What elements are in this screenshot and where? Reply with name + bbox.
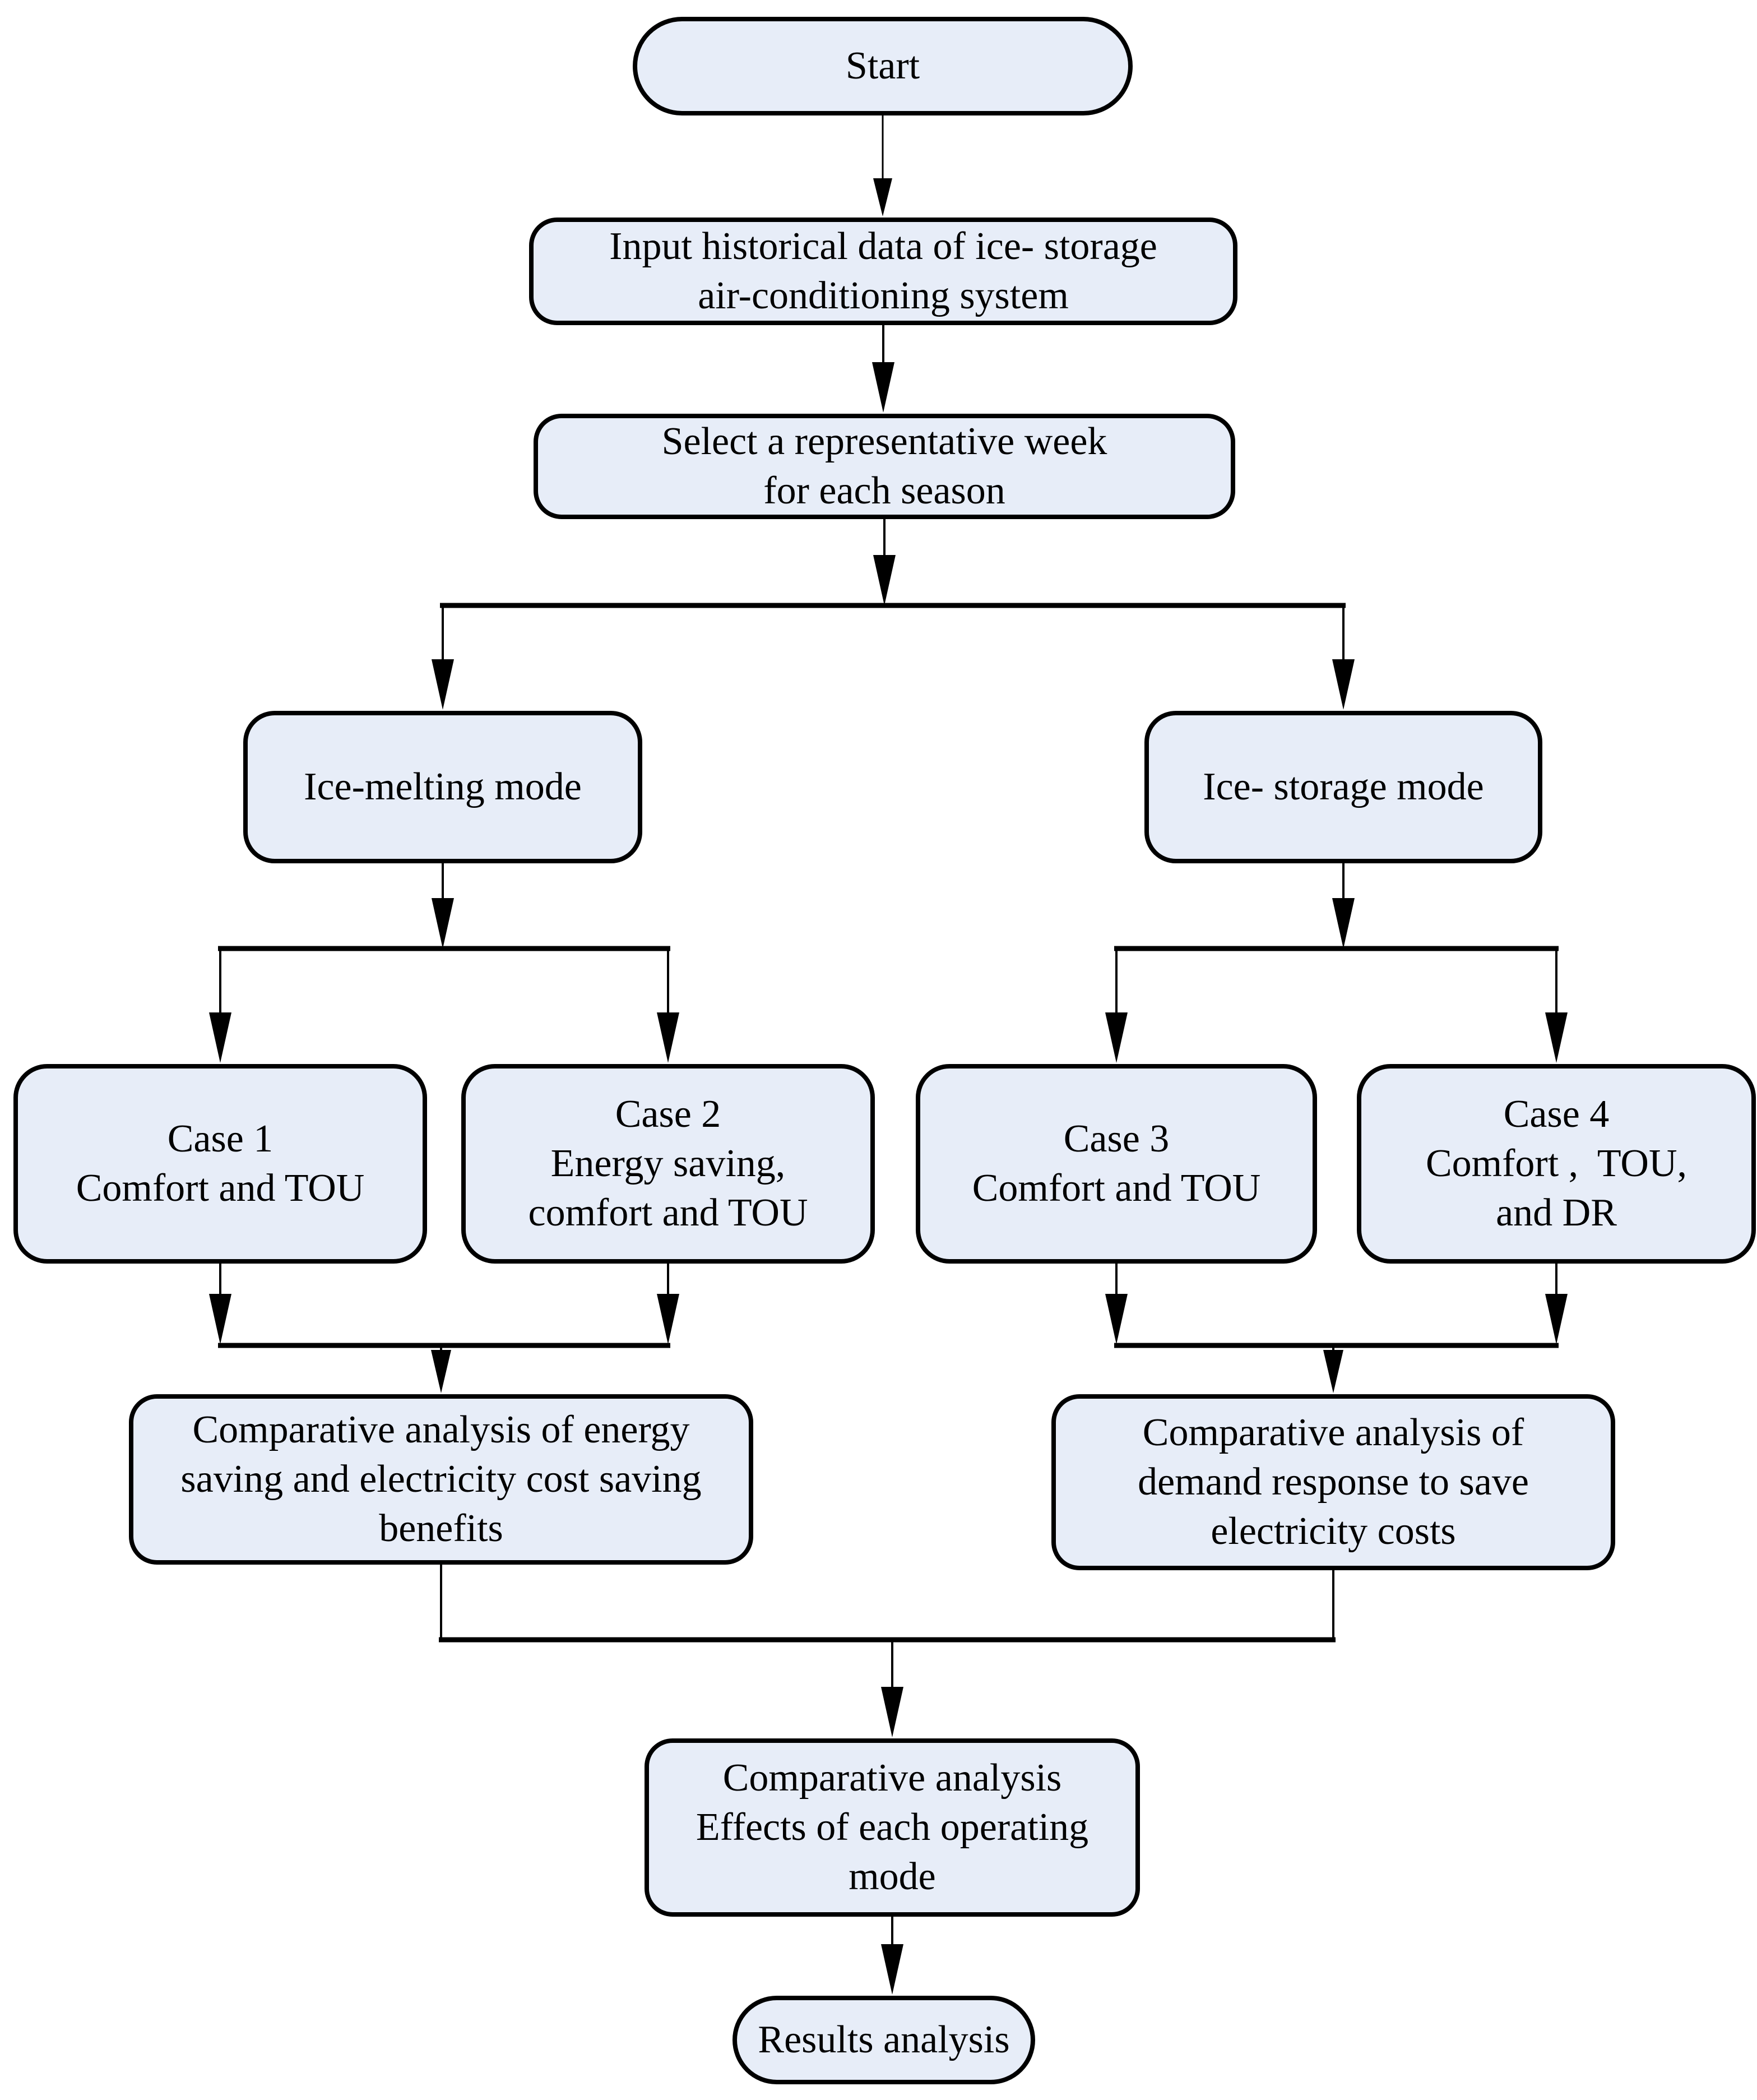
flow-node-case2: Case 2 Energy saving, comfort and TOU [461, 1064, 875, 1264]
arrow-cases34-to-comparative [1105, 1264, 1568, 1393]
arrow-comparatives-to-effects [439, 1565, 1336, 1737]
node-label: Case 4 [1503, 1093, 1610, 1136]
flow-node-ice-melting-mode: Ice-melting mode [243, 711, 642, 863]
arrow-start-to-input [873, 115, 892, 216]
flow-node-results-analysis: Results analysis [733, 1996, 1035, 2084]
node-label: air-conditioning system [698, 274, 1069, 317]
node-label: Start [845, 44, 920, 87]
node-label: Comparative analysis of energy [192, 1408, 690, 1451]
node-label: mode [849, 1855, 936, 1898]
node-label: for each season [763, 469, 1005, 512]
node-label: Case 3 [1063, 1117, 1170, 1160]
node-label: demand response to save [1138, 1460, 1529, 1504]
node-label: and DR [1496, 1191, 1617, 1234]
flow-node-case4: Case 4 Comfort , TOU, and DR [1357, 1064, 1756, 1264]
arrow-storage-to-cases [1105, 863, 1568, 1063]
flow-node-comparative-demand-response: Comparative analysis of demand response … [1051, 1394, 1615, 1570]
flow-node-input-historical-data: Input historical data of ice- storage ai… [529, 218, 1237, 325]
node-label: Comfort , TOU, [1425, 1142, 1688, 1185]
flow-node-comparative-energy-saving: Comparative analysis of energy saving an… [129, 1394, 753, 1565]
node-label: comfort and TOU [528, 1191, 808, 1234]
node-label: benefits [379, 1507, 503, 1550]
node-label: Ice-melting mode [304, 765, 582, 808]
flow-node-case1: Case 1 Comfort and TOU [13, 1064, 427, 1264]
flow-node-comparative-effects: Comparative analysis Effects of each ope… [645, 1738, 1140, 1917]
node-label: Energy saving, [550, 1142, 786, 1185]
node-label: Comfort and TOU [972, 1167, 1261, 1210]
node-label: Input historical data of ice- storage [609, 225, 1157, 268]
node-label: Comparative analysis of [1142, 1411, 1524, 1454]
node-label: Case 2 [615, 1093, 721, 1136]
node-label: electricity costs [1211, 1510, 1456, 1553]
node-label: saving and electricity cost saving [180, 1458, 702, 1501]
node-label: Effects of each operating [696, 1806, 1089, 1849]
node-label: Select a representative week [661, 420, 1107, 463]
node-label: Comparative analysis [722, 1756, 1062, 1800]
flow-node-start: Start [633, 17, 1133, 115]
flow-node-select-week: Select a representative week for each se… [534, 414, 1235, 519]
node-label: Ice- storage mode [1203, 765, 1484, 808]
arrow-select-to-modes [432, 519, 1355, 710]
flow-node-case3: Case 3 Comfort and TOU [916, 1064, 1317, 1264]
arrow-melting-to-cases [209, 863, 679, 1063]
arrow-input-to-select [872, 325, 894, 413]
node-label: Case 1 [167, 1117, 273, 1160]
flow-node-ice-storage-mode: Ice- storage mode [1144, 711, 1542, 863]
node-label: Comfort and TOU [76, 1167, 365, 1210]
node-label: Results analysis [758, 2018, 1010, 2061]
arrow-effects-to-results [881, 1917, 903, 1995]
arrow-cases12-to-comparative [209, 1264, 679, 1393]
